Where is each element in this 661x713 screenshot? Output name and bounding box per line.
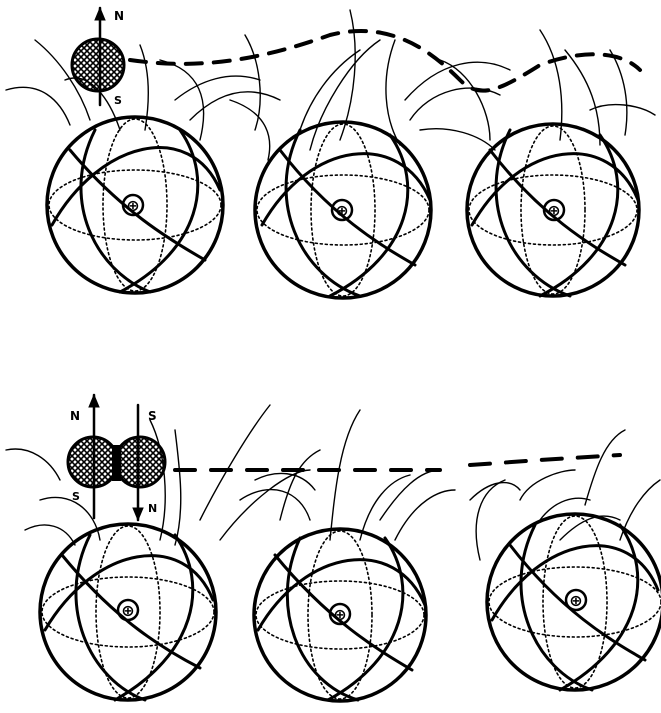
bottom-particle-a-north-label: N: [70, 409, 80, 423]
top-atom-3-nucleus-symbol: ⊕: [547, 201, 560, 220]
top-particle-south-label: S: [114, 94, 122, 107]
bottom-atom-2-nucleus-symbol: ⊕: [333, 605, 346, 624]
bottom-panel: N S S N ⊕ ⊕: [6, 395, 661, 701]
bottom-atom-2: ⊕: [254, 529, 426, 701]
bottom-atom-1-nucleus-symbol: ⊕: [121, 601, 134, 620]
bottom-atom-3: ⊕: [487, 514, 661, 690]
top-atom-3: ⊕: [467, 124, 639, 296]
top-panel: N S ⊕ ⊕: [6, 8, 655, 298]
bottom-atom-1: ⊕: [40, 524, 216, 700]
top-magnetic-particle: N S: [72, 8, 124, 107]
top-atom-1: ⊕: [47, 117, 223, 293]
bottom-particle-b-south-label: S: [148, 409, 157, 423]
bottom-particle-b-north-label: N: [148, 502, 157, 515]
top-atom-2-nucleus-symbol: ⊕: [335, 201, 348, 220]
top-particle-north-label: N: [114, 9, 124, 23]
bottom-trajectory: [175, 455, 620, 470]
bottom-particle-a-south-label: S: [72, 490, 80, 503]
bottom-atom-3-nucleus-symbol: ⊕: [569, 591, 582, 610]
bottom-magnetic-particle-pair: N S S N: [68, 395, 165, 520]
top-atom-1-nucleus-symbol: ⊕: [126, 196, 139, 215]
top-atom-2: ⊕: [255, 122, 431, 298]
